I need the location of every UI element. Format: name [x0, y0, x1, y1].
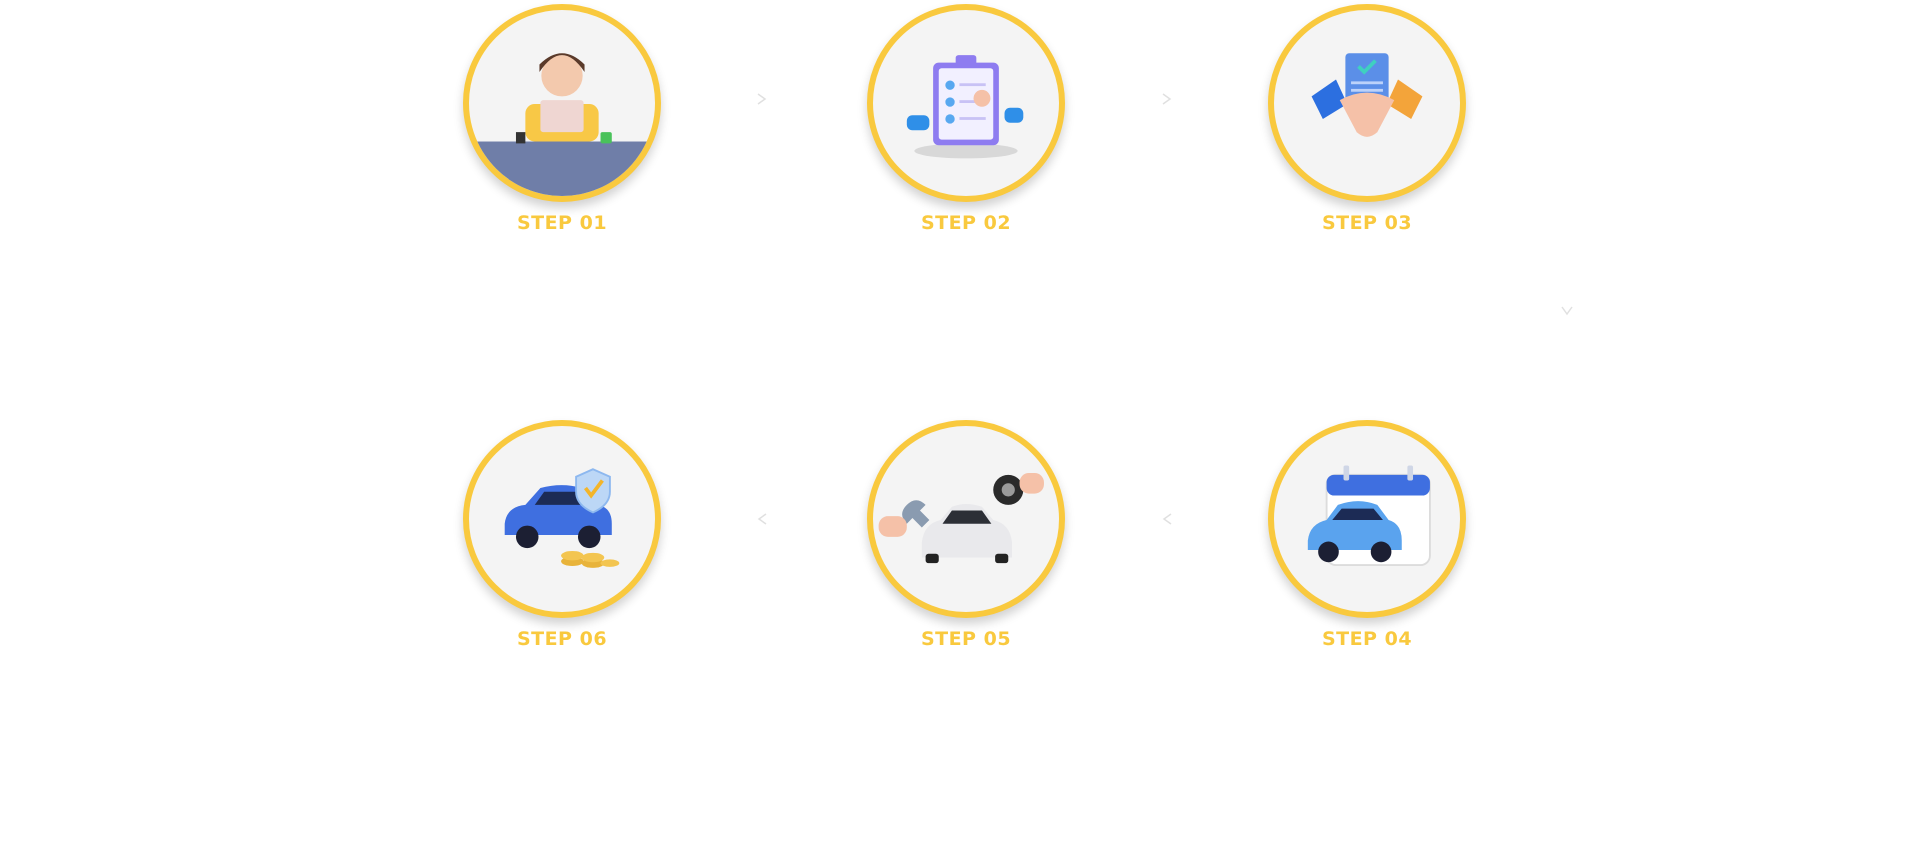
car-repair-icon — [867, 420, 1065, 618]
step-4: STEP 04 — [1262, 420, 1472, 650]
chevron-left-icon — [1160, 512, 1174, 526]
step-5-label: STEP 05 — [920, 628, 1012, 650]
chevron-left-icon — [755, 512, 769, 526]
step-2-label: STEP 02 — [920, 212, 1012, 234]
step-3-label: STEP 03 — [1321, 212, 1413, 234]
step-2: STEP 02 — [861, 4, 1071, 234]
step-6-label: STEP 06 — [516, 628, 608, 650]
chevron-right-icon — [1160, 92, 1174, 106]
support-agent-icon — [463, 4, 661, 202]
chevron-right-icon — [755, 92, 769, 106]
step-5: STEP 05 — [861, 420, 1071, 650]
clipboard-checklist-icon — [867, 4, 1065, 202]
step-1: STEP 01 — [457, 4, 667, 234]
car-insurance-coins-icon — [463, 420, 661, 618]
step-1-label: STEP 01 — [516, 212, 608, 234]
chevron-down-icon — [1560, 304, 1574, 318]
step-6: STEP 06 — [457, 420, 667, 650]
step-3: STEP 03 — [1262, 4, 1472, 234]
car-calendar-icon — [1268, 420, 1466, 618]
step-4-label: STEP 04 — [1321, 628, 1413, 650]
handshake-icon — [1268, 4, 1466, 202]
